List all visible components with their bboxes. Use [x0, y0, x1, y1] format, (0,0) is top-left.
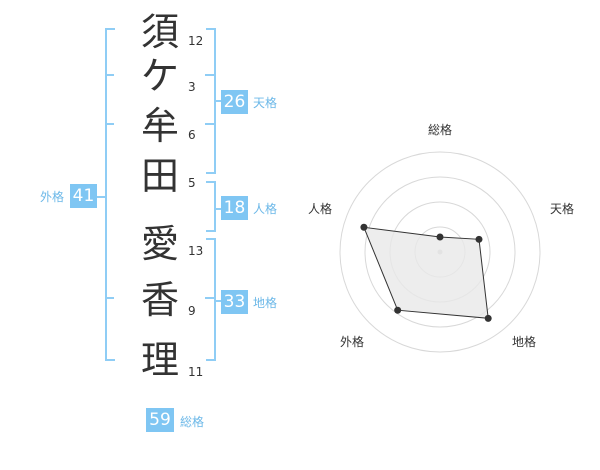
- radar-point: [360, 223, 368, 231]
- soukaku-value-badge: 59: [146, 408, 174, 432]
- stroke-count-4: 5: [188, 176, 196, 190]
- stroke-count-5: 13: [188, 244, 204, 258]
- chikaku-bracket: [206, 238, 216, 361]
- bracket-divider: [205, 123, 214, 125]
- chikaku-value-badge: 33: [221, 290, 248, 314]
- radar-points: [360, 223, 492, 322]
- bracket-connector: [215, 208, 221, 210]
- radar-axis-label-jinkaku: 人格: [308, 201, 332, 216]
- gaikaku-bracket: [105, 28, 115, 361]
- gaikaku-value-badge: 41: [70, 184, 97, 208]
- radar-point: [484, 314, 492, 322]
- jinkaku-label: 人格: [253, 202, 278, 216]
- radar-point: [394, 306, 402, 314]
- chikaku-label: 地格: [253, 296, 278, 310]
- radar-point: [475, 235, 483, 243]
- radar-shape: [363, 226, 489, 319]
- bracket-connector: [215, 300, 221, 302]
- stroke-count-6: 9: [188, 304, 196, 318]
- radar-axis-label-soukaku: 総格: [428, 122, 452, 137]
- stroke-count-2: 3: [188, 80, 196, 94]
- name-char-7: 理: [140, 338, 179, 382]
- bracket-divider: [105, 74, 114, 76]
- stroke-count-7: 11: [188, 365, 204, 379]
- name-char-6: 香: [140, 278, 179, 322]
- bracket-divider: [105, 297, 114, 299]
- radar-ring: [364, 176, 516, 328]
- radar-axis-label-chikaku: 地格: [512, 334, 536, 349]
- bracket-connector: [215, 100, 221, 102]
- gaikaku-label: 外格: [40, 190, 65, 204]
- bracket-divider: [105, 123, 114, 125]
- radar-point: [436, 233, 444, 241]
- stroke-count-1: 12: [188, 34, 204, 48]
- soukaku-label: 総格: [180, 415, 205, 429]
- name-char-2: ケ: [140, 54, 179, 98]
- radar-axis-label-gaikaku: 外格: [340, 334, 364, 349]
- tenkaku-value-badge: 26: [221, 90, 248, 114]
- name-char-4: 田: [140, 154, 179, 198]
- name-char-5: 愛: [140, 222, 179, 266]
- name-char-1: 須: [140, 10, 179, 54]
- bracket-connector: [96, 196, 105, 198]
- bracket-divider: [205, 297, 214, 299]
- tenkaku-label: 天格: [253, 96, 278, 110]
- name-char-3: 牟: [140, 104, 179, 148]
- jinkaku-value-badge: 18: [221, 196, 248, 220]
- bracket-divider: [205, 74, 214, 76]
- stroke-count-3: 6: [188, 128, 196, 142]
- fortune-radar-chart: 総格 天格 地格 外格 人格: [308, 122, 574, 353]
- jinkaku-bracket: [206, 181, 216, 232]
- radar-axis-label-tenkaku: 天格: [550, 201, 574, 216]
- radar-ring: [339, 151, 541, 353]
